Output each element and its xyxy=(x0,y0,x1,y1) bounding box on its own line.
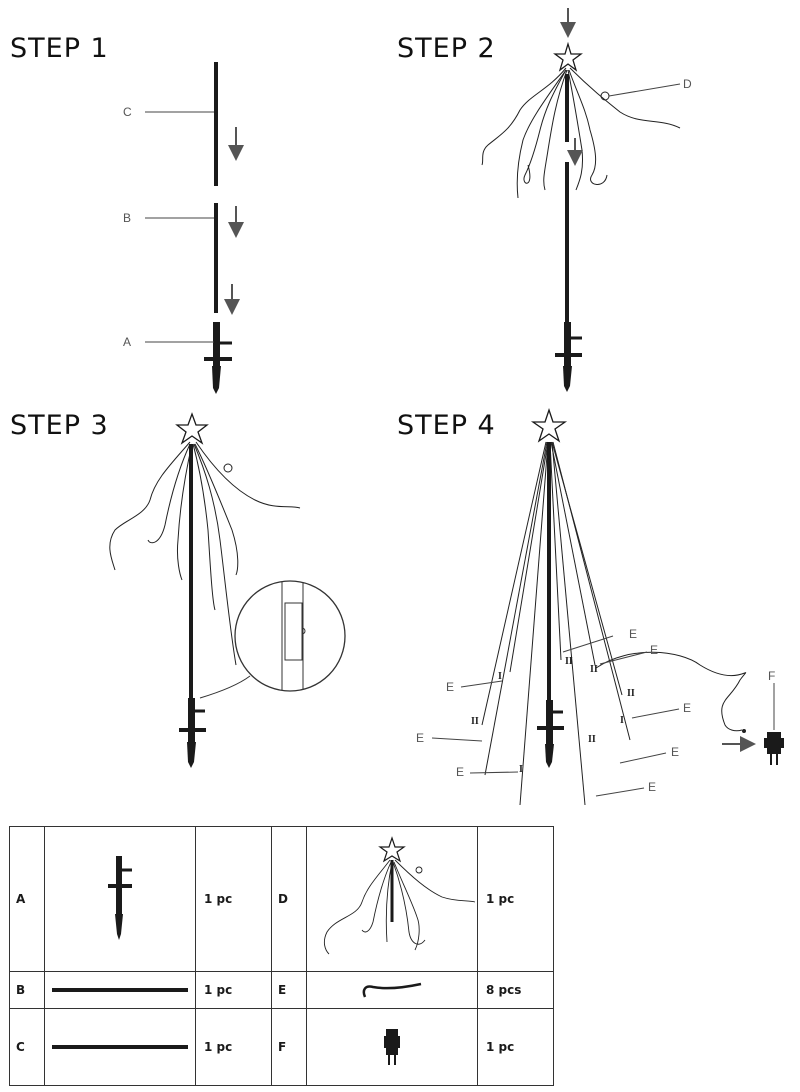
marker-i: I xyxy=(498,671,502,682)
label-e: E xyxy=(416,731,424,745)
label-e: E xyxy=(683,701,691,715)
label-e: E xyxy=(629,627,637,641)
star-topper xyxy=(553,41,583,72)
stake-a xyxy=(179,698,206,768)
light-strings xyxy=(109,441,301,666)
table-row: B 1 pc E 8 pcs xyxy=(9,971,554,1009)
marker-i: I xyxy=(519,764,523,775)
part-letter: A xyxy=(9,826,45,972)
part-letter: B xyxy=(9,971,45,1009)
part-letter: F xyxy=(271,1008,307,1086)
step-3-diagram xyxy=(109,412,346,768)
marker-ii: II xyxy=(590,664,598,675)
part-quantity: 8 pcs xyxy=(477,971,554,1009)
marker-i: I xyxy=(620,715,624,726)
stake-a xyxy=(537,700,564,768)
marker-ii: II xyxy=(627,688,635,699)
part-quantity: 1 pc xyxy=(195,1008,272,1086)
hook-peg-icon xyxy=(306,971,478,1009)
step-1-title: STEP 1 xyxy=(10,33,109,64)
part-letter: E xyxy=(271,971,307,1009)
light-strings xyxy=(481,441,631,806)
label-e: E xyxy=(650,643,658,657)
label-a: A xyxy=(123,335,131,349)
assembly-illustration: C B A D xyxy=(109,8,784,806)
label-e: E xyxy=(446,680,454,694)
step-2-diagram: D xyxy=(481,8,692,392)
ground-stake-icon xyxy=(44,826,196,972)
marker-ii: II xyxy=(471,716,479,727)
label-b: B xyxy=(123,211,131,225)
table-row: A 1 pc D xyxy=(9,826,554,972)
light-strings-with-star-icon xyxy=(306,826,478,972)
detail-magnifier xyxy=(199,580,346,699)
marker-ii: II xyxy=(565,656,573,667)
label-d: D xyxy=(683,77,692,91)
parts-table: A 1 pc D xyxy=(9,826,554,1086)
label-e: E xyxy=(671,745,679,759)
step-1-diagram: C B A xyxy=(123,62,244,394)
stake-a xyxy=(555,322,582,392)
pole-segment-icon xyxy=(44,971,196,1009)
part-letter: C xyxy=(9,1008,45,1086)
part-quantity: 1 pc xyxy=(195,826,272,972)
step-4-diagram: F E E E E E E E E I II I II II II I II xyxy=(416,407,784,806)
part-letter: D xyxy=(271,826,307,972)
stake-a xyxy=(204,322,232,394)
light-strings xyxy=(481,67,681,199)
table-row: C 1 pc F 1 pc xyxy=(9,1008,554,1086)
label-f: F xyxy=(768,669,775,683)
star-topper xyxy=(530,407,568,443)
star-topper xyxy=(175,412,209,445)
label-c: C xyxy=(123,105,132,119)
part-quantity: 1 pc xyxy=(477,826,554,972)
label-e: E xyxy=(456,765,464,779)
power-adapter-icon xyxy=(306,1008,478,1086)
step-2-title: STEP 2 xyxy=(397,33,496,64)
marker-ii: II xyxy=(588,734,596,745)
step-4-title: STEP 4 xyxy=(397,410,496,441)
power-adapter-f xyxy=(764,732,784,765)
label-e: E xyxy=(648,780,656,794)
pole-segment-icon xyxy=(44,1008,196,1086)
part-quantity: 1 pc xyxy=(195,971,272,1009)
step-3-title: STEP 3 xyxy=(10,410,109,441)
part-quantity: 1 pc xyxy=(477,1008,554,1086)
